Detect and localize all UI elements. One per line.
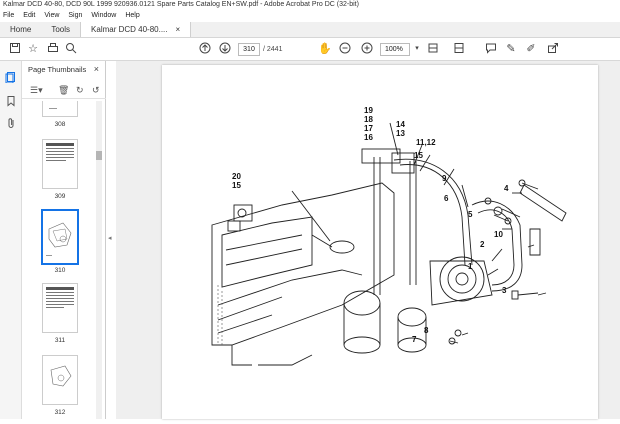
window-title: Kalmar DCD 40-80, DCD 90L 1999 920936.01… [0,0,620,10]
tab-bar: Home Tools Kalmar DCD 40-80.... × [0,22,620,38]
zoom-out-icon[interactable] [338,42,352,56]
left-rail [0,61,22,419]
thumbnail-312[interactable] [42,355,78,405]
thumbnail-scrollbar[interactable] [96,101,102,419]
tab-document[interactable]: Kalmar DCD 40-80.... × [80,22,192,37]
page-thumbnails-icon[interactable] [5,71,17,84]
delete-icon[interactable]: 🗑 [58,85,70,95]
thumbnail-309[interactable] [42,139,78,189]
panel-title: Page Thumbnails [28,65,87,74]
tab-document-label: Kalmar DCD 40-80.... [91,25,168,34]
thumbnail-label: 311 [54,337,66,344]
tab-close-icon[interactable]: × [175,25,181,34]
search-icon[interactable] [64,42,78,56]
thumbnail-310[interactable] [41,209,79,265]
zoom-select[interactable]: 100% [380,43,410,56]
fit-page-icon[interactable] [426,42,440,56]
hand-icon[interactable]: ✋ [318,43,332,55]
close-icon[interactable]: × [93,64,99,74]
thumbnail-311[interactable] [42,283,78,333]
thumbnail-label: 309 [54,193,66,200]
pdf-page: 19 18 17 16 14 13 11,12 15 9 4 6 5 10 2 … [162,65,598,419]
callout-15: 15 [414,151,423,160]
exploded-parts-diagram [211,122,567,366]
document-viewer[interactable]: 19 18 17 16 14 13 11,12 15 9 4 6 5 10 2 … [116,61,620,419]
thumbnail-label: 308 [54,121,66,128]
toolbar: ☆ 310 / 2441 ✋ 100% ▾ ✎ ✐ [0,38,620,61]
menu-file[interactable]: File [3,12,15,19]
callout-18: 18 [364,115,373,124]
page-down-icon[interactable] [218,42,232,56]
page-number-input[interactable]: 310 [238,43,260,56]
tab-tools[interactable]: Tools [51,25,71,34]
callout-20: 20 [232,172,241,181]
pen-icon[interactable]: ✎ [506,43,516,55]
rotate-ccw-icon[interactable]: ↺ [92,85,100,95]
menu-bar: File Edit View Sign Window Help [0,10,620,22]
callout-8: 8 [424,326,429,335]
thumbnail-options-icon[interactable]: ☰▾ [30,85,43,95]
star-icon[interactable]: ☆ [28,43,38,55]
callout-1: 1 [468,262,473,271]
callout-7: 7 [412,335,417,344]
thumbnail-list: 308 309 310 311 [22,101,98,419]
callout-15-left: 15 [232,181,241,190]
callout-16: 16 [364,133,373,142]
menu-window[interactable]: Window [91,12,117,19]
panel-toolbar: ☰▾ 🗑 ↻ ↺ [22,83,106,99]
callout-19: 19 [364,106,373,115]
comment-icon[interactable] [484,42,498,56]
thumbnail-308[interactable] [42,101,78,117]
callout-5: 5 [468,210,473,219]
thumbnail-label: 312 [54,409,66,416]
scrollbar-thumb[interactable] [96,151,102,160]
scroll-mode-icon[interactable] [452,42,466,56]
callout-2: 2 [480,240,485,249]
highlight-icon[interactable]: ✐ [526,43,536,55]
rotate-icon[interactable]: ↻ [76,85,84,95]
share-icon[interactable] [546,42,560,56]
page-total: / 2441 [263,46,283,53]
callout-3: 3 [502,286,507,295]
callout-4: 4 [504,184,509,193]
collapse-panel-icon[interactable]: ◂ [108,235,112,242]
callout-11-12: 11,12 [416,138,436,147]
menu-sign[interactable]: Sign [68,12,83,19]
thumbnails-panel: Page Thumbnails × ☰▾ 🗑 ↻ ↺ 308 309 310 [22,61,106,419]
callout-13: 13 [396,129,405,138]
attachment-icon[interactable] [5,117,17,129]
thumbnail-label: 310 [54,267,66,274]
menu-edit[interactable]: Edit [23,12,36,19]
callout-10: 10 [494,230,503,239]
callout-6: 6 [444,194,449,203]
tab-home[interactable]: Home [10,25,32,34]
save-icon[interactable] [8,42,22,56]
chevron-down-icon[interactable]: ▾ [415,45,419,52]
print-icon[interactable] [46,42,60,56]
callout-17: 17 [364,124,373,133]
page-up-icon[interactable] [198,42,212,56]
callout-9: 9 [442,174,447,183]
callout-14: 14 [396,120,405,129]
zoom-in-icon[interactable] [360,42,374,56]
menu-help[interactable]: Help [125,12,140,19]
menu-view[interactable]: View [44,12,60,19]
bookmark-icon[interactable] [5,95,17,107]
